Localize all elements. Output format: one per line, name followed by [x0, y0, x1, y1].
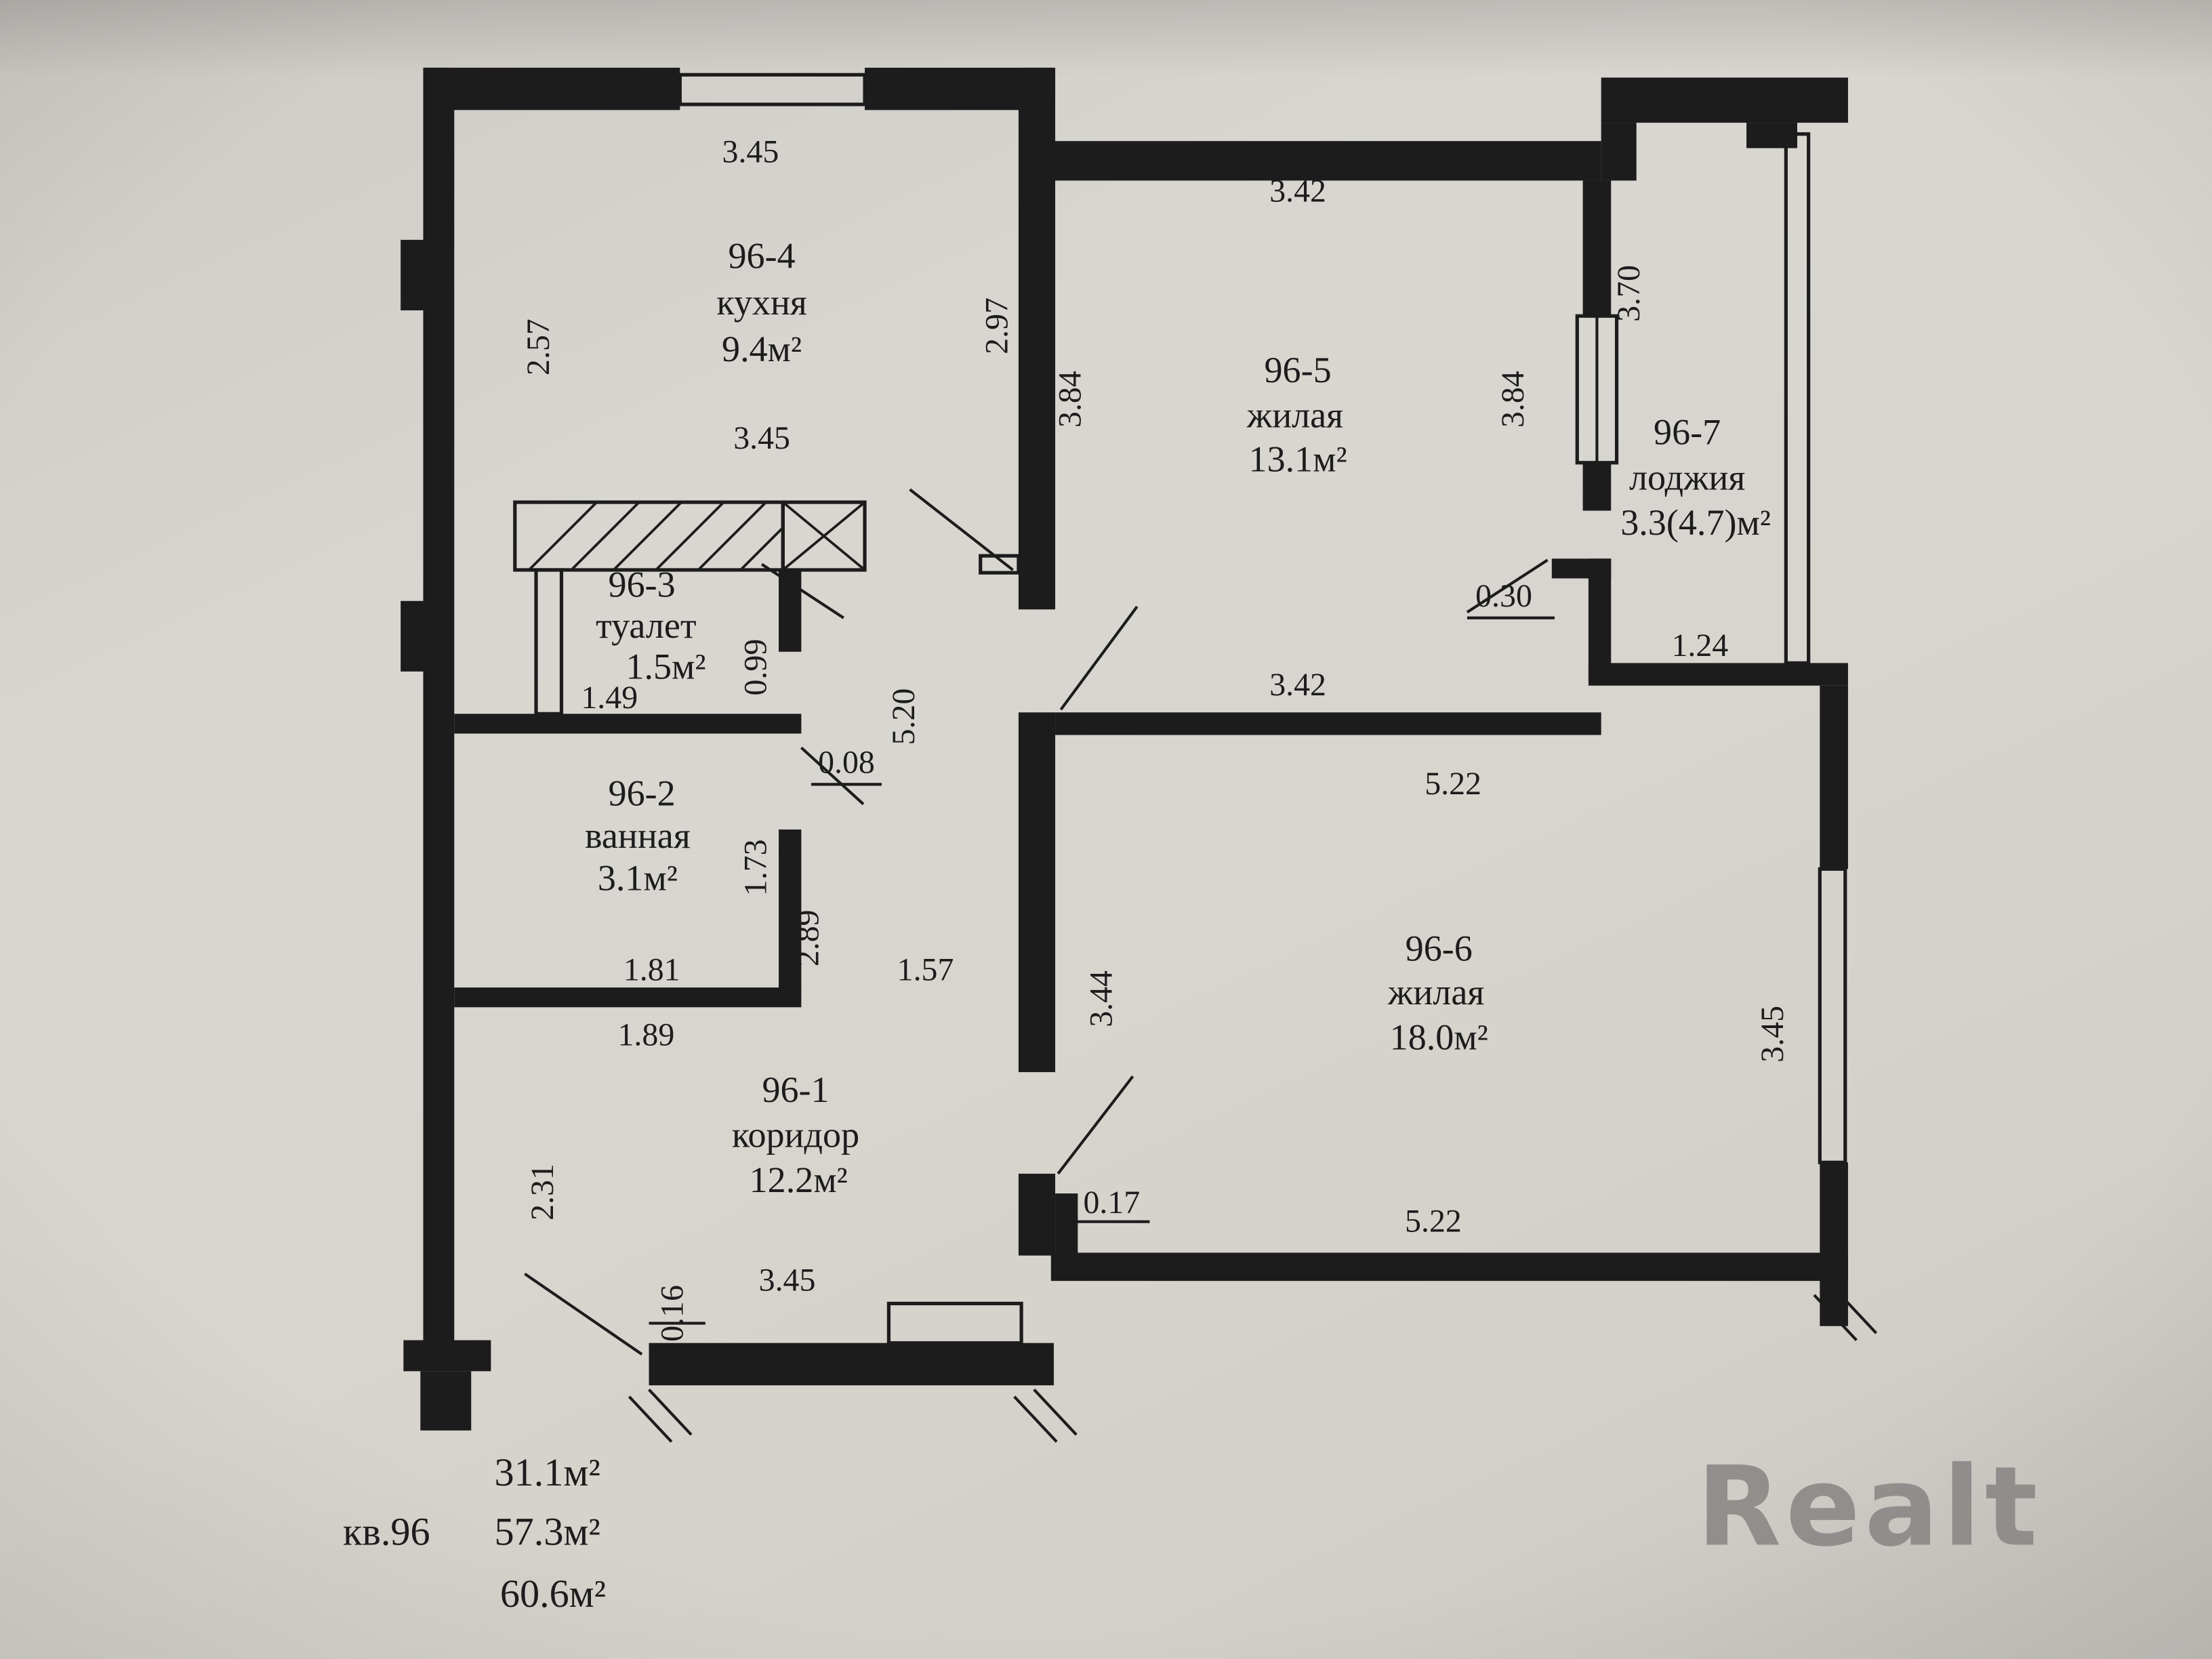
- room-name-96-2: ванная: [585, 815, 691, 856]
- kitchen-window: [678, 73, 867, 106]
- room-id-96-5: 96-5: [1265, 350, 1332, 390]
- room-label-corridor: 96-1 коридор 12.2м²: [732, 1069, 859, 1200]
- dim-bath-door: 1.73: [737, 839, 773, 896]
- room-label-bathroom: 96-2 ванная 3.1м²: [585, 773, 691, 899]
- dim-toilet-door: 0.99: [737, 639, 773, 696]
- dim-bath-width2: 1.89: [618, 1017, 675, 1052]
- room-id-96-2: 96-2: [609, 773, 676, 814]
- room-id-96-3: 96-3: [609, 565, 676, 605]
- dim-bath-step: 0.08: [818, 745, 875, 781]
- dim-loggia-len: 3.70: [1611, 265, 1647, 322]
- room-name-96-5: жилая: [1246, 395, 1343, 436]
- dim-mid-width: 3.42: [1269, 667, 1326, 703]
- dim-toilet-width: 1.49: [581, 680, 638, 716]
- dim-loggia-step: 0.30: [1475, 578, 1532, 614]
- dim-r6-top: 5.22: [1425, 766, 1481, 802]
- summary-apartment: кв.96: [343, 1509, 430, 1553]
- dim-r6-right: 3.45: [1755, 1006, 1790, 1063]
- summary-main-area: 57.3м²: [495, 1509, 600, 1553]
- room-label-living-1: 96-5 жилая 13.1м²: [1246, 350, 1347, 479]
- dim-r6-step: 0.17: [1083, 1185, 1140, 1221]
- room-area-96-1: 12.2м²: [750, 1160, 848, 1200]
- toilet-leader: [760, 562, 844, 619]
- kitchen-door-leaf: [909, 488, 1014, 571]
- section-ticks: [628, 1287, 1878, 1443]
- dim-hall-wall: 0.16: [655, 1285, 691, 1342]
- room-area-96-6: 18.0м²: [1390, 1017, 1488, 1058]
- room-area-96-7: 3.3(4.7)м²: [1620, 502, 1771, 543]
- dim-hall-gap: 1.57: [897, 952, 954, 988]
- room6-window: [1818, 867, 1847, 1164]
- dim-kitchen-right: 2.97: [979, 298, 1015, 354]
- room-id-96-7: 96-7: [1654, 412, 1721, 453]
- door-lines: [524, 488, 1555, 1356]
- dim-r6-bottom: 5.22: [1405, 1203, 1462, 1239]
- room-name-96-6: жилая: [1387, 972, 1484, 1012]
- dim-bath-len: 2.89: [790, 909, 825, 966]
- kitchen-threshold: [979, 554, 1021, 575]
- dim-hall-len: 5.20: [886, 689, 922, 745]
- summary-block: 31.1м² кв.96 57.3м² 60.6м²: [343, 1450, 606, 1616]
- realt-watermark: Realt: [1697, 1443, 2042, 1571]
- room-label-kitchen: 96-4 кухня 9.4м²: [716, 236, 806, 369]
- room-label-living-2: 96-6 жилая 18.0м²: [1387, 928, 1488, 1058]
- room-id-96-1: 96-1: [762, 1069, 829, 1110]
- room-name-96-7: лоджия: [1629, 457, 1745, 497]
- dim-kitchen-top: 3.45: [722, 134, 779, 169]
- cabinet-blocks: [513, 500, 867, 572]
- room-id-96-4: 96-4: [728, 236, 795, 276]
- room-id-96-6: 96-6: [1406, 928, 1473, 969]
- corner-leader: [524, 1272, 643, 1356]
- room-area-96-4: 9.4м²: [722, 329, 802, 369]
- dim-r5-top: 3.42: [1269, 173, 1326, 209]
- room5-door-leaf: [1059, 605, 1139, 711]
- windows: [534, 73, 1847, 1345]
- room-label-toilet: 96-3 туалет 1.5м²: [596, 565, 705, 687]
- dim-kitchen-bottom: 3.45: [733, 420, 790, 456]
- dim-loggia-width: 1.24: [1671, 628, 1728, 663]
- dim-r5-left: 3.84: [1052, 371, 1088, 428]
- dimension-labels: 3.45 3.42 3.45 0.30 1.24 1.49 3.42 0.08 …: [520, 134, 1790, 1341]
- room-name-96-4: кухня: [716, 282, 806, 323]
- room-area-96-3: 1.5м²: [626, 646, 705, 687]
- dim-kitchen-left: 2.57: [520, 319, 556, 375]
- summary-living-area: 31.1м²: [495, 1450, 600, 1494]
- dim-hall-left: 2.31: [525, 1164, 560, 1221]
- bath-door-leaf: [800, 746, 865, 806]
- entrance-door-block: [886, 1301, 1023, 1345]
- room-area-96-5: 13.1м²: [1249, 438, 1347, 479]
- dim-r6-left: 3.44: [1083, 970, 1119, 1027]
- dim-bath-width: 1.81: [623, 952, 680, 988]
- room-label-loggia: 96-7 лоджия 3.3(4.7)м²: [1620, 412, 1771, 543]
- summary-total-area: 60.6м²: [500, 1572, 606, 1616]
- room-labels: 96-4 кухня 9.4м² 96-5 жилая 13.1м² 96-7 …: [585, 236, 1771, 1200]
- walls: [401, 67, 1848, 1431]
- dim-hall-bottom: 3.45: [759, 1263, 816, 1298]
- room-name-96-3: туалет: [596, 605, 696, 646]
- loggia-glazing: [1784, 132, 1811, 665]
- room6-door-leaf: [1057, 1076, 1134, 1175]
- room-area-96-2: 3.1м²: [598, 858, 678, 899]
- room-name-96-1: коридор: [732, 1114, 859, 1155]
- dim-r5-right: 3.84: [1495, 371, 1531, 428]
- loggia-door-leaf: [1466, 558, 1549, 614]
